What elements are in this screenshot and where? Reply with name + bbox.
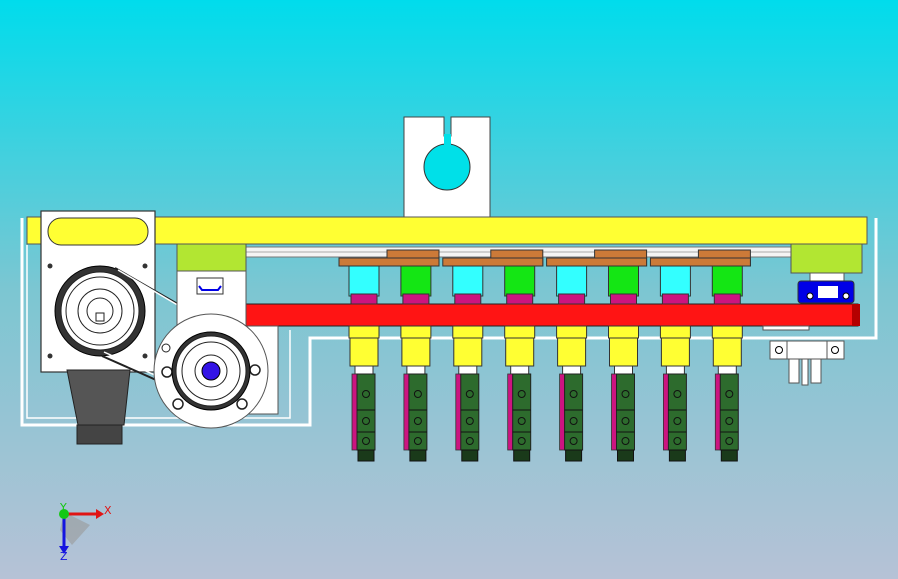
nozzle-head[interactable] [659, 265, 691, 462]
y-axis-dot [59, 509, 69, 519]
main-rail[interactable] [26, 216, 868, 245]
nozzle-bracket-base [546, 257, 648, 267]
right-pad [790, 243, 863, 274]
nozzle-head[interactable] [400, 265, 432, 462]
cross-bar[interactable] [245, 303, 859, 327]
frame-inner-outline [26, 245, 291, 419]
motor-assembly[interactable] [40, 210, 156, 445]
blue-cylinder[interactable] [797, 280, 855, 304]
axis-triad: X Y Z [59, 501, 112, 563]
mounting-block[interactable] [403, 116, 491, 219]
nozzle-heads [348, 265, 743, 462]
nozzle-head[interactable] [556, 265, 588, 462]
right-bracket [762, 325, 845, 386]
nozzle-head[interactable] [711, 265, 743, 462]
nozzle-bracket-base [338, 257, 440, 267]
nozzle-bracket-base [442, 257, 544, 267]
y-axis-label: Y [59, 501, 67, 514]
x-axis-label: X [104, 504, 112, 517]
idler-assembly[interactable] [153, 243, 279, 429]
nozzle-head[interactable] [348, 265, 380, 462]
nozzle-head[interactable] [452, 265, 484, 462]
nozzle-brackets [338, 249, 751, 267]
nozzle-head[interactable] [608, 265, 639, 462]
nozzle-head[interactable] [504, 265, 536, 462]
z-axis-label: Z [60, 550, 68, 563]
nozzle-bracket-base [649, 257, 751, 267]
frame-outline [20, 218, 878, 427]
idler-shaft [201, 361, 221, 381]
motor-foot [66, 369, 131, 426]
motor-slot [47, 217, 149, 246]
